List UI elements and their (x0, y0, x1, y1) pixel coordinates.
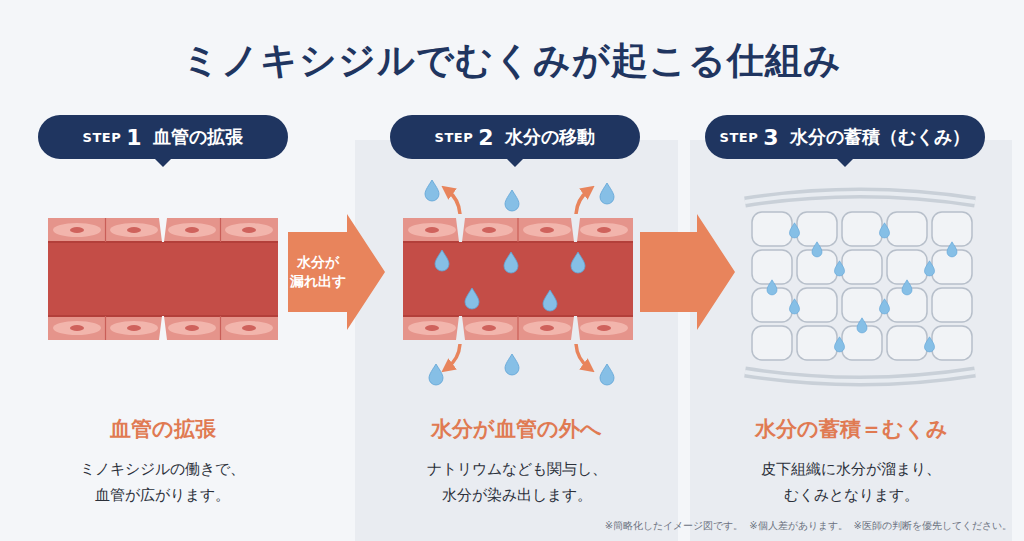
step-description: ミノキシジルの働きで、 血管が広がります。 (43, 457, 283, 508)
step-panel: 水分の蓄積＝むくみ皮下組織に水分が溜まり、 むくみとなります。STEP3水分の蓄… (690, 140, 1012, 541)
vessel-gap (159, 218, 167, 242)
step-panel: 血管の拡張ミノキシジルの働きで、 血管が広がります。STEP1血管の拡張 (30, 140, 295, 541)
step-title: 血管の拡張 (153, 125, 243, 149)
step-number: 3 (763, 125, 778, 150)
step-title: 水分の蓄積（むくみ） (790, 125, 970, 149)
flow-arrow (640, 214, 735, 330)
step-header-pill: STEP 2 水分の移動 (390, 115, 640, 167)
diagram-title: ミノキシジルでむくみが起こる仕組み (0, 36, 1024, 86)
step-word: STEP (435, 130, 474, 145)
step-header-pill: STEP 3 水分の蓄積（むくみ） (705, 115, 985, 167)
step-number: 2 (478, 125, 493, 150)
footnote: ※簡略化したイメージ図です。 (605, 519, 743, 533)
footnote: ※個人差があります。 (749, 519, 847, 533)
step-word: STEP (720, 130, 759, 145)
step-description: 皮下組織に水分が溜まり、 むくみとなります。 (731, 457, 971, 508)
step-heading: 水分が血管の外へ (367, 416, 667, 443)
pill-outline (38, 115, 288, 167)
step-description: ナトリウムなども関与し、 水分が染み出します。 (397, 457, 637, 508)
pill-text-row: STEP 3 水分の蓄積（むくみ） (705, 115, 985, 159)
step-title: 水分の移動 (505, 125, 595, 149)
footnote: ※医師の判断を優先してください。 (854, 519, 1012, 533)
step-panel: 水分が血管の外へナトリウムなども関与し、 水分が染み出します。STEP2水分の移… (355, 140, 678, 541)
footnote-row: ※簡略化したイメージ図です。 ※個人差があります。 ※医師の判断を優先してください。 (605, 519, 1012, 533)
flow-arrow (288, 214, 385, 330)
pill-outline (705, 115, 985, 167)
step-word: STEP (83, 130, 122, 145)
step-number: 1 (126, 125, 141, 150)
blood-vessel (48, 218, 278, 340)
step-heading: 水分の蓄積＝むくみ (701, 416, 1001, 443)
step-header-pill: STEP 1 血管の拡張 (38, 115, 288, 167)
arrow-label: 水分が 漏れ出す (288, 253, 347, 291)
step-heading: 血管の拡張 (13, 416, 313, 443)
vessel-gap (159, 316, 167, 340)
pill-text-row: STEP 1 血管の拡張 (38, 115, 288, 159)
pill-outline (390, 115, 640, 167)
pill-text-row: STEP 2 水分の移動 (390, 115, 640, 159)
